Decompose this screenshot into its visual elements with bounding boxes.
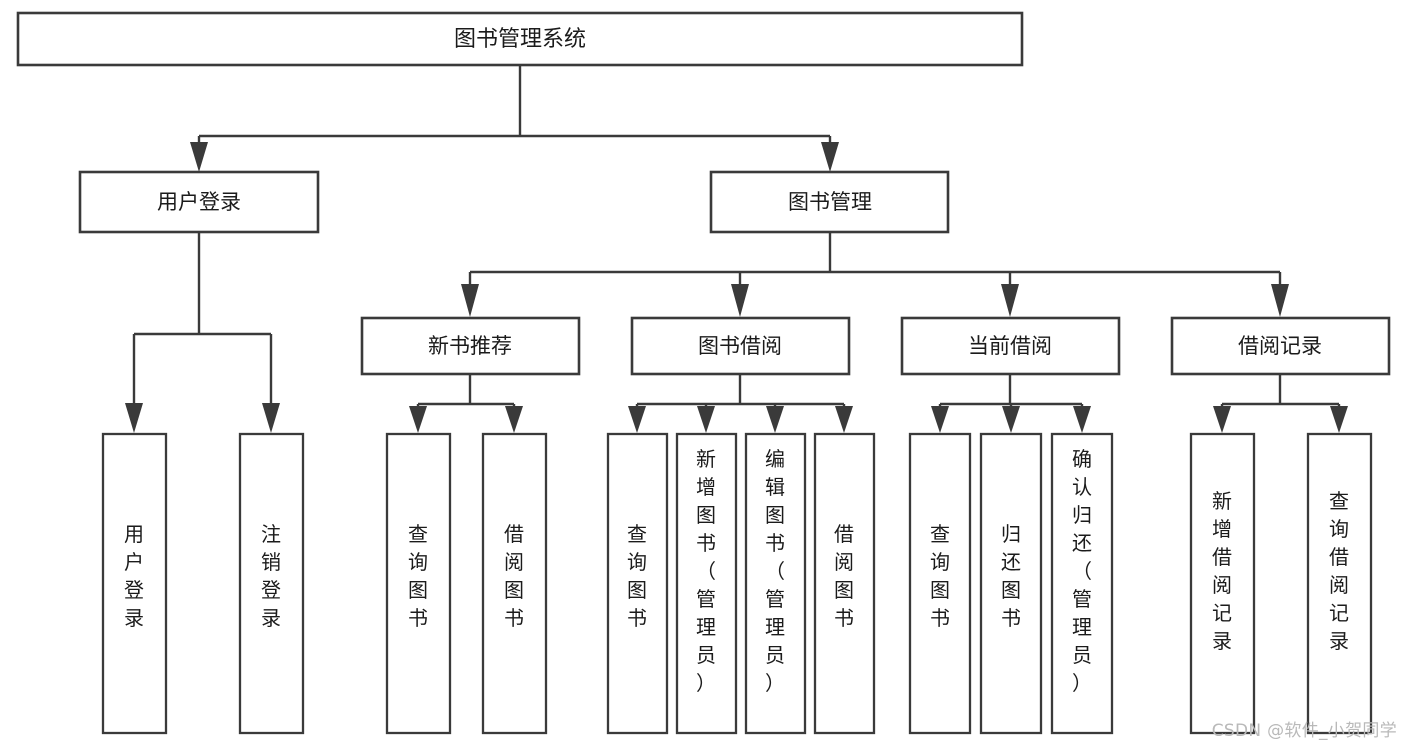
leaf-query-book-borrow-label: 查询图书 [627, 522, 647, 630]
arrow-leaf-user-login [125, 403, 143, 433]
node-book-manage[interactable]: 图书管理 [709, 170, 950, 234]
node-root-box[interactable] [16, 11, 1024, 67]
arrow-borrow-record [1271, 284, 1289, 317]
leaf-borrow-book-box[interactable] [813, 432, 876, 735]
leaf-borrow-book-rec-box[interactable] [481, 432, 548, 735]
node-book-borrow-box[interactable] [630, 316, 851, 376]
node-new-book-recommend[interactable]: 新书推荐 [360, 316, 581, 376]
leaf-user-login-box[interactable] [101, 432, 168, 735]
arrow-leaf-borrow-book-rec [505, 406, 523, 433]
node-book-manage-box[interactable] [709, 170, 950, 234]
arrow-current-borrow [1001, 284, 1019, 317]
arrow-book-borrow [731, 284, 749, 317]
node-borrow-record[interactable]: 借阅记录 [1170, 316, 1391, 376]
arrow-leaf-edit-book-admin [766, 406, 784, 433]
arrow-new-book-recommend [461, 284, 479, 317]
leaf-query-book-rec-label: 查询图书 [408, 522, 428, 630]
csdn-watermark: CSDN @软件_小贺同学 [1211, 721, 1397, 741]
connectors-group [125, 65, 1348, 433]
node-new-book-recommend-label: 新书推荐 [428, 334, 512, 358]
node-new-book-recommend-box[interactable] [360, 316, 581, 376]
node-user-login-box[interactable] [78, 170, 320, 234]
leaf-borrow-book-label: 借阅图书 [834, 522, 854, 630]
arrow-leaf-user-logout [262, 403, 280, 433]
leaf-confirm-return-admin-box[interactable] [1050, 432, 1114, 735]
leaf-edit-book-admin-label: 编辑图书（管理员） [765, 447, 785, 695]
leaf-labels-group: 用户登录 注销登录 查询图书 借阅图书 查询图书 新增图书（管理员） 编辑图书（… [124, 447, 1349, 695]
node-borrow-record-box[interactable] [1170, 316, 1391, 376]
arrow-book-manage [821, 142, 839, 172]
arrow-leaf-query-borrow-record [1330, 406, 1348, 433]
leaf-query-book-cur-label: 查询图书 [930, 522, 950, 630]
leaf-user-logout-box[interactable] [238, 432, 305, 735]
arrow-leaf-query-book-cur [931, 406, 949, 433]
node-current-borrow-box[interactable] [900, 316, 1121, 376]
node-root[interactable]: 图书管理系统 [16, 11, 1024, 67]
arrow-leaf-query-book-rec [409, 406, 427, 433]
arrow-leaf-add-book-admin [697, 406, 715, 433]
node-user-login-label: 用户登录 [157, 190, 241, 214]
node-book-manage-label: 图书管理 [788, 190, 872, 214]
node-user-login[interactable]: 用户登录 [78, 170, 320, 234]
node-book-borrow-label: 图书借阅 [698, 334, 782, 358]
leaf-user-logout-label: 注销登录 [261, 522, 281, 630]
arrow-leaf-confirm-return-admin [1073, 406, 1091, 433]
leaf-user-login-label: 用户登录 [124, 522, 144, 630]
arrow-leaf-query-book-borrow [628, 406, 646, 433]
arrow-user-login [190, 142, 208, 172]
node-current-borrow[interactable]: 当前借阅 [900, 316, 1121, 376]
leaf-add-book-admin-box[interactable] [675, 432, 738, 735]
leaf-return-book-label: 归还图书 [1001, 522, 1021, 630]
leaf-add-book-admin-label: 新增图书（管理员） [696, 447, 716, 695]
leaf-edit-book-admin-box[interactable] [744, 432, 807, 735]
node-root-label: 图书管理系统 [454, 27, 586, 52]
leaf-query-book-rec-box[interactable] [385, 432, 452, 735]
leaf-query-book-cur-box[interactable] [908, 432, 972, 735]
node-book-borrow[interactable]: 图书借阅 [630, 316, 851, 376]
leaf-query-borrow-record-label: 查询借阅记录 [1329, 489, 1349, 653]
leaf-query-book-borrow-box[interactable] [606, 432, 669, 735]
leaf-query-borrow-record-box[interactable] [1306, 432, 1373, 735]
leaf-return-book-box[interactable] [979, 432, 1043, 735]
arrow-leaf-return-book [1002, 406, 1020, 433]
leaf-add-borrow-record-label: 新增借阅记录 [1212, 489, 1232, 653]
leaf-borrow-book-rec-label: 借阅图书 [504, 522, 524, 630]
leaf-add-borrow-record-box[interactable] [1189, 432, 1256, 735]
node-borrow-record-label: 借阅记录 [1238, 334, 1322, 358]
node-current-borrow-label: 当前借阅 [968, 334, 1052, 358]
arrow-leaf-add-borrow-record [1213, 406, 1231, 433]
leaf-nodes-group [101, 432, 1373, 735]
arrow-leaf-borrow-book [835, 406, 853, 433]
leaf-confirm-return-admin-label: 确认归还（管理员） [1072, 447, 1092, 695]
